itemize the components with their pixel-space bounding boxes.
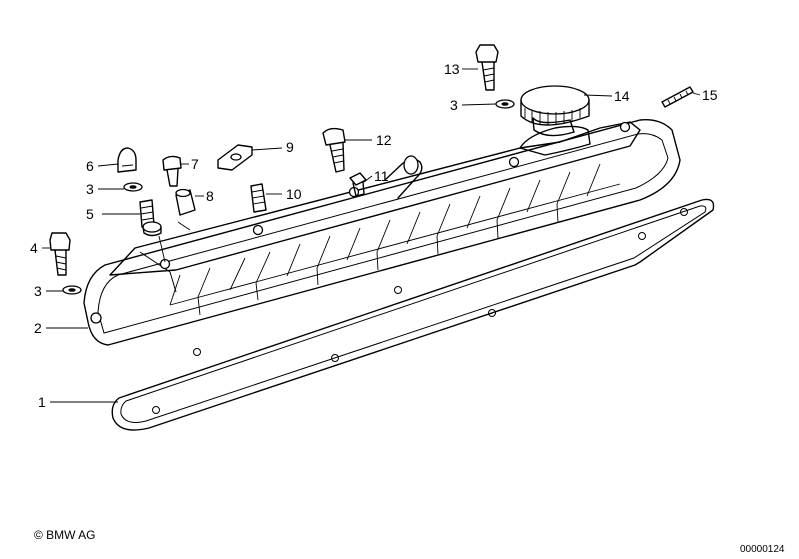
callout-15: 15	[702, 87, 718, 103]
callout-1: 1	[38, 394, 46, 410]
callout-3-left: 3	[34, 283, 42, 299]
callout-8: 8	[206, 188, 214, 204]
screw-part-7[interactable]	[162, 155, 182, 187]
bolt-part-4[interactable]	[49, 232, 71, 276]
callout-3-right: 3	[450, 97, 458, 113]
callout-13: 13	[444, 61, 460, 77]
cap-nut-part-6[interactable]	[117, 147, 137, 173]
callout-9: 9	[286, 139, 294, 155]
callout-7: 7	[191, 156, 199, 172]
diagram-code: 00000124	[740, 544, 785, 555]
stud-part-15[interactable]	[661, 86, 694, 108]
stud-part-5[interactable]	[139, 199, 162, 237]
plate-part-9[interactable]	[217, 144, 253, 171]
washer-part-3-left[interactable]	[62, 285, 82, 295]
washer-part-3-right[interactable]	[495, 99, 515, 109]
gasket-part-1[interactable]	[111, 198, 715, 431]
bolt-part-12[interactable]	[322, 127, 346, 173]
callout-labels: 1 2 3 4 5 3 6 7 8 9 10 11 12 13 3 14 15	[30, 61, 718, 410]
leader-lines	[42, 68, 701, 403]
valve-cover-part-2[interactable]	[83, 119, 681, 346]
stud-part-10[interactable]	[250, 183, 267, 213]
callout-2: 2	[34, 320, 42, 336]
callout-5: 5	[86, 206, 94, 222]
callout-14: 14	[614, 88, 630, 104]
callout-12: 12	[376, 132, 392, 148]
washer-part-3-upper[interactable]	[123, 182, 143, 192]
copyright-text: © BMW AG	[34, 528, 96, 542]
callout-6: 6	[86, 158, 94, 174]
callout-11: 11	[374, 168, 389, 184]
callout-3-upper: 3	[86, 181, 94, 197]
bolt-part-13[interactable]	[475, 44, 499, 91]
bushing-part-8[interactable]	[175, 188, 196, 216]
oil-filler-cap-part-14[interactable]	[520, 85, 590, 137]
callout-10: 10	[286, 186, 302, 202]
callout-4: 4	[30, 240, 38, 256]
